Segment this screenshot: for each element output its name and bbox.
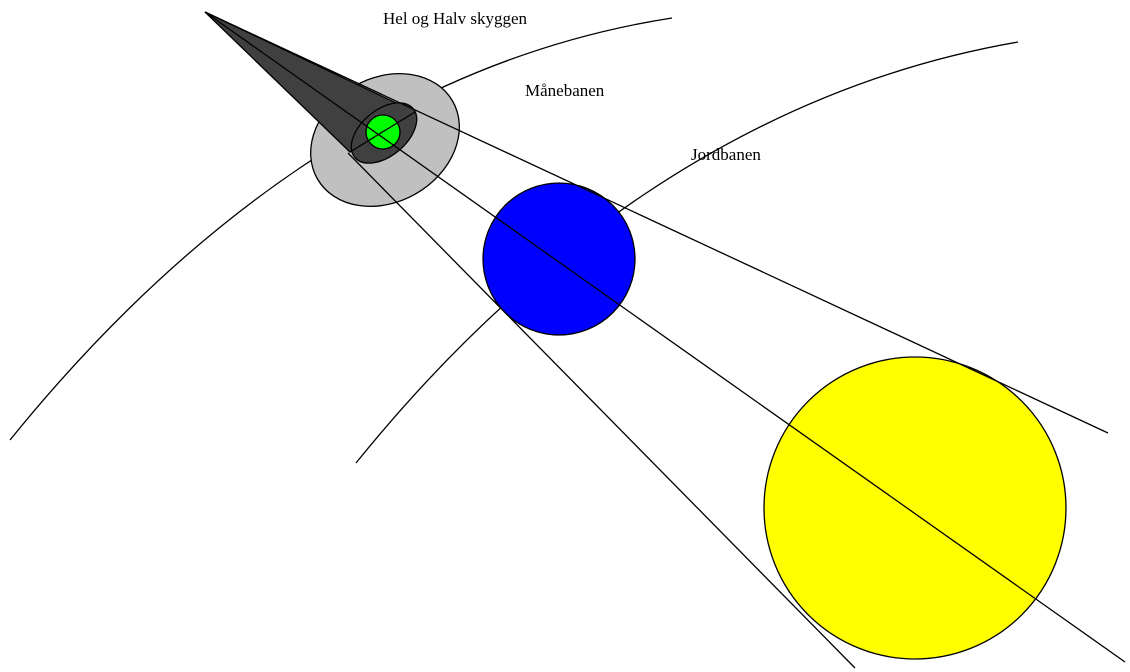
sun — [763, 356, 1067, 660]
moon-orbit — [9, 17, 673, 441]
earth-orbit-label: Jordbanen — [691, 145, 761, 164]
ray-upper-tangent — [204, 11, 1109, 434]
earth-orbit — [355, 41, 1019, 464]
ray-lower-tangent — [347, 152, 856, 669]
ray-umbra-edge — [349, 111, 416, 153]
shadow-label: Hel og Halv skyggen — [383, 9, 528, 28]
ray-center — [204, 11, 1126, 663]
earth — [482, 182, 636, 336]
moon-orbit-label: Månebanen — [525, 81, 605, 100]
